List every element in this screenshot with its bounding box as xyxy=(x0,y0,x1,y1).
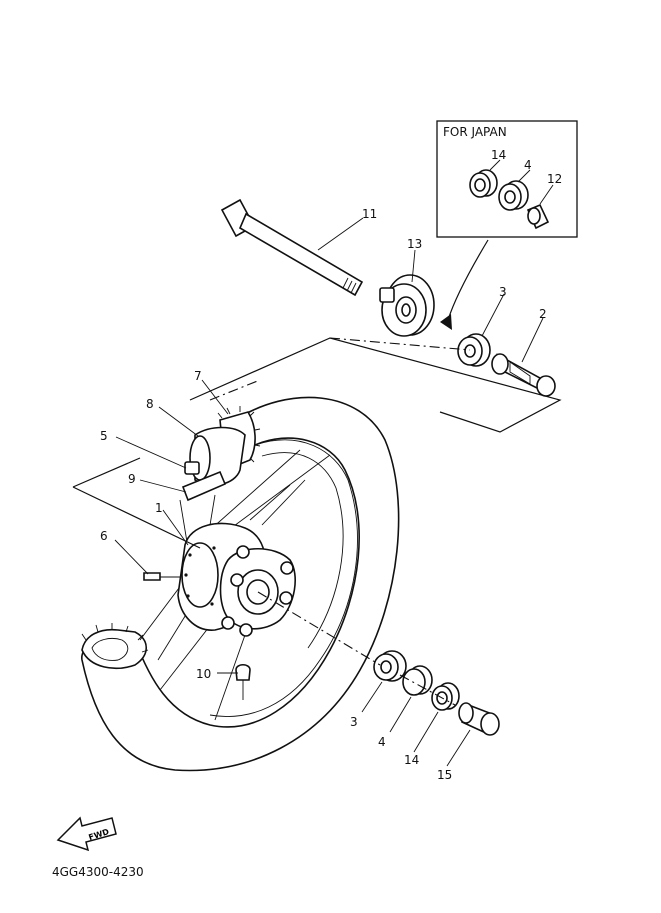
callout-3-lower: 3 xyxy=(350,715,358,729)
speedometer-gear-unit xyxy=(379,274,435,337)
callout-2: 2 xyxy=(539,307,547,321)
callout-labels: 11 13 3 2 7 8 5 9 1 6 10 3 4 14 15 14 4 … xyxy=(100,148,562,782)
callout-15: 15 xyxy=(437,768,452,782)
callout-1: 1 xyxy=(155,501,163,515)
callout-14-lower: 14 xyxy=(404,753,419,767)
hub xyxy=(177,522,296,637)
valve-and-nipple xyxy=(143,572,251,700)
leader-lines xyxy=(114,159,554,767)
callout-8: 8 xyxy=(146,397,154,411)
callout-14-inset: 14 xyxy=(491,148,506,162)
catalog-code: 4GG4300-4230 xyxy=(52,865,144,879)
callout-12: 12 xyxy=(547,172,562,186)
callout-6: 6 xyxy=(100,529,108,543)
right-side-parts xyxy=(457,333,556,397)
callout-4-lower: 4 xyxy=(378,735,386,749)
callout-5: 5 xyxy=(100,429,108,443)
inset-title: FOR JAPAN xyxy=(443,125,507,139)
callout-3-upper: 3 xyxy=(499,285,507,299)
lower-parts xyxy=(373,650,500,736)
fwd-arrow-icon: FWD xyxy=(56,816,117,852)
for-japan-inset xyxy=(436,120,578,238)
callout-7: 7 xyxy=(194,369,202,383)
assembly-lines xyxy=(72,239,562,706)
callout-10: 10 xyxy=(196,667,211,681)
callout-4-inset: 4 xyxy=(524,158,532,172)
callout-11: 11 xyxy=(362,207,377,221)
rim-lock-assembly xyxy=(181,406,261,502)
tire xyxy=(81,396,400,772)
callout-9: 9 xyxy=(128,472,136,486)
axle xyxy=(220,198,364,297)
callout-13: 13 xyxy=(407,237,422,251)
